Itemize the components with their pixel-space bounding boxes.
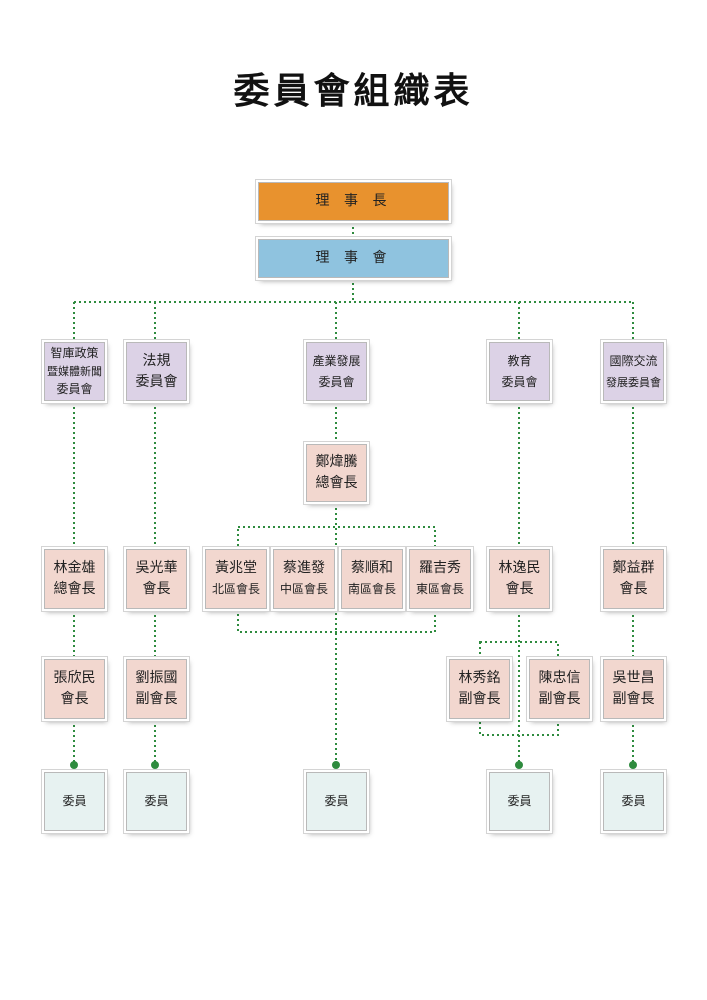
committee-international: 國際交流 發展委員會 [601, 340, 666, 403]
leader-role: 中區會長 [279, 582, 328, 596]
leader-role: 北區會長 [211, 582, 260, 596]
member-label: 委員 [621, 794, 646, 808]
committee-think-tank: 智庫政策 暨媒體新聞 委員會 [42, 340, 107, 403]
member-box: 委員 [487, 770, 552, 833]
leader-role: 南區會長 [347, 582, 396, 596]
connector-dot [70, 761, 78, 769]
leader-box: 林逸民 會長 [487, 547, 552, 611]
committee-label: 發展委員會 [606, 375, 661, 389]
member-box: 委員 [304, 770, 369, 833]
committee-label: 國際交流 [609, 353, 658, 368]
member-box: 委員 [124, 770, 189, 833]
leader-role: 會長 [142, 581, 171, 597]
committee-label: 暨媒體新聞 [47, 365, 102, 378]
member-label: 委員 [507, 794, 532, 808]
board-label: 理 事 會 [315, 250, 392, 266]
leader-box: 吳光華 會長 [124, 547, 189, 611]
committee-label: 智庫政策 [50, 346, 99, 360]
committee-label: 教育 [507, 353, 532, 368]
leader-name: 羅吉秀 [419, 560, 461, 576]
deputy-box: 陳忠信 副會長 [527, 657, 592, 721]
committee-education: 教育 委員會 [487, 340, 552, 403]
leader-role: 總會長 [315, 475, 358, 491]
leader-name: 吳光華 [135, 560, 178, 576]
leader-name: 蔡順和 [351, 560, 393, 576]
leader-box: 羅吉秀 東區會長 [407, 547, 473, 611]
leader-box: 鄭益群 會長 [601, 547, 666, 611]
deputy-name: 張欣民 [53, 670, 96, 686]
committee-label: 法規 [142, 352, 171, 369]
member-box: 委員 [42, 770, 107, 833]
member-label: 委員 [324, 794, 349, 808]
leader-name: 林逸民 [498, 560, 541, 576]
deputy-box: 張欣民 會長 [42, 657, 107, 721]
deputy-role: 副會長 [538, 691, 581, 707]
leader-box: 林金雄 總會長 [42, 547, 107, 611]
deputy-role: 副會長 [458, 691, 501, 707]
deputy-role: 會長 [60, 691, 89, 707]
connector-dot [332, 761, 340, 769]
leader-name: 蔡進發 [283, 560, 325, 576]
committee-label: 委員會 [501, 374, 538, 389]
connector-dot [515, 761, 523, 769]
deputy-role: 副會長 [135, 691, 178, 707]
leader-box: 蔡順和 南區會長 [339, 547, 405, 611]
deputy-box: 劉振國 副會長 [124, 657, 189, 721]
leader-name: 鄭益群 [612, 560, 655, 576]
committee-label: 產業發展 [312, 353, 361, 368]
deputy-name: 吳世昌 [612, 670, 655, 686]
committee-industry: 產業發展 委員會 [304, 340, 369, 403]
leader-role: 東區會長 [415, 582, 464, 596]
committee-regulation: 法規 委員會 [124, 340, 189, 403]
leader-box: 黃兆堂 北區會長 [203, 547, 269, 611]
leader-role: 總會長 [53, 581, 96, 597]
connector-dot [629, 761, 637, 769]
deputy-role: 副會長 [612, 691, 655, 707]
leader-name: 黃兆堂 [215, 560, 257, 576]
chairman-box: 理 事 長 [256, 180, 451, 223]
member-box: 委員 [601, 770, 666, 833]
leader-box: 蔡進發 中區會長 [271, 547, 337, 611]
member-label: 委員 [144, 794, 169, 808]
leader-role: 會長 [505, 581, 534, 597]
deputy-box: 吳世昌 副會長 [601, 657, 666, 721]
deputy-name: 陳忠信 [538, 670, 581, 686]
deputy-name: 劉振國 [135, 670, 178, 686]
leader-name: 鄭煒騰 [315, 454, 358, 470]
board-box: 理 事 會 [256, 237, 451, 280]
committee-label: 委員會 [56, 382, 93, 396]
deputy-box: 林秀銘 副會長 [447, 657, 512, 721]
leader-role: 會長 [619, 581, 648, 597]
deputy-name: 林秀銘 [458, 670, 501, 686]
member-label: 委員 [62, 794, 87, 808]
committee-label: 委員會 [135, 373, 178, 390]
page-title: 委員會組織表 [233, 70, 474, 112]
committee-label: 委員會 [318, 374, 355, 389]
chairman-label: 理 事 長 [315, 193, 392, 209]
general-leader-box: 鄭煒騰 總會長 [304, 442, 369, 504]
connector-dot [151, 761, 159, 769]
leader-name: 林金雄 [53, 560, 96, 576]
